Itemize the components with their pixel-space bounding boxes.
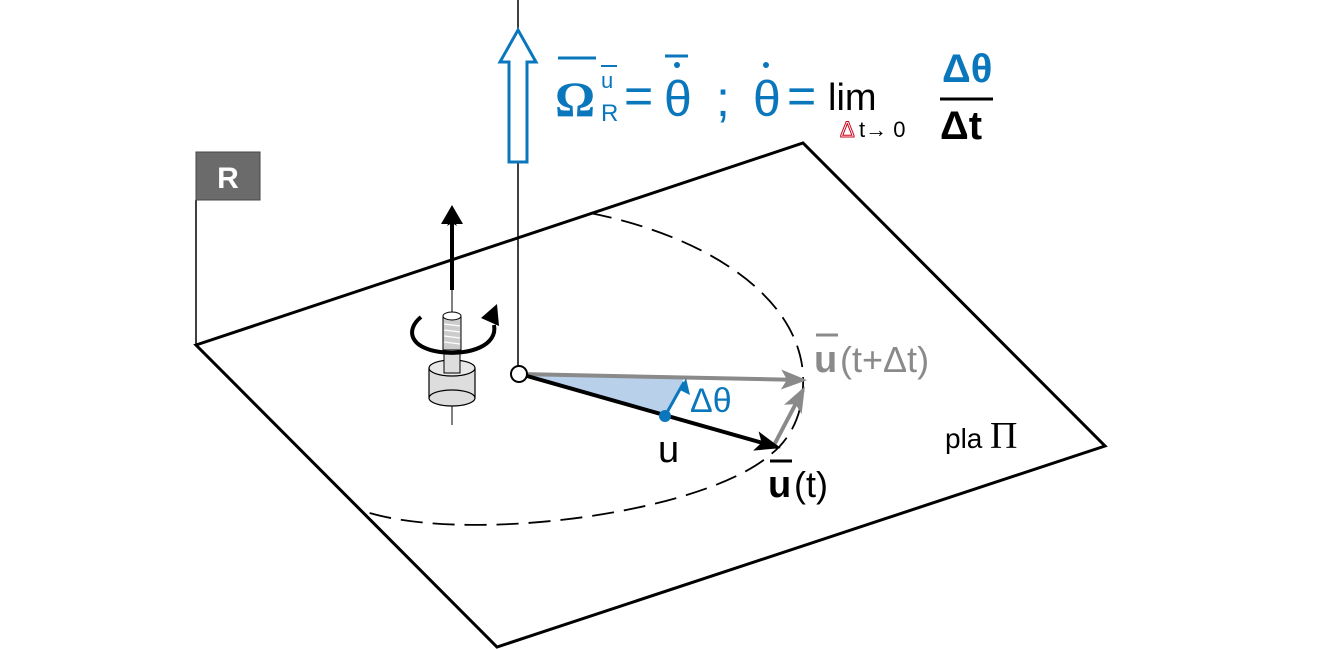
omega-subscript: R (601, 100, 618, 127)
fraction-denominator: Δt (940, 104, 982, 148)
delta-theta-label: Δθ (690, 382, 732, 420)
u-t-plus-dt-vector (519, 369, 807, 390)
u-t-vector (519, 372, 781, 451)
fraction-numerator: Δθ (942, 47, 992, 91)
delta-theta-arrowhead (680, 378, 690, 395)
plane-symbol: Π (990, 415, 1017, 457)
trajectory-circle (359, 212, 804, 526)
u-tdt-label-arg: (t+Δt) (840, 339, 929, 380)
u-tdt-label-vec: u (814, 339, 837, 381)
formula: Ω u R = θ ; θ = lim Δ t→ 0 Δθ Δt (555, 47, 993, 148)
equals-1: = (624, 68, 653, 124)
plane-pi (193, 141, 1108, 649)
delta-theta-arrow (663, 381, 686, 417)
lim-sub: t→ 0 (859, 117, 905, 142)
u-t-label-arg: (t) (794, 464, 828, 505)
omega-vector-arrow (497, 26, 539, 164)
theta-dot-1: θ (664, 71, 692, 127)
screw-rotation-icon (410, 205, 499, 425)
separator: ; (716, 71, 730, 127)
lim: lim (828, 77, 877, 119)
frame-label-box (195, 151, 261, 201)
u-point-label: u (658, 429, 679, 471)
equals-2: = (787, 68, 816, 124)
origin-point (510, 365, 528, 383)
plane-label: pla (945, 423, 983, 454)
frame-label: R (217, 162, 239, 195)
omega-superscript: u (601, 68, 613, 93)
lim-sub-delta: Δ (840, 117, 855, 142)
theta-dot-2: θ (753, 71, 781, 127)
u-t-label-vec: u (768, 464, 791, 506)
delta-u-vector (771, 386, 805, 448)
omega-symbol: Ω (555, 71, 595, 127)
